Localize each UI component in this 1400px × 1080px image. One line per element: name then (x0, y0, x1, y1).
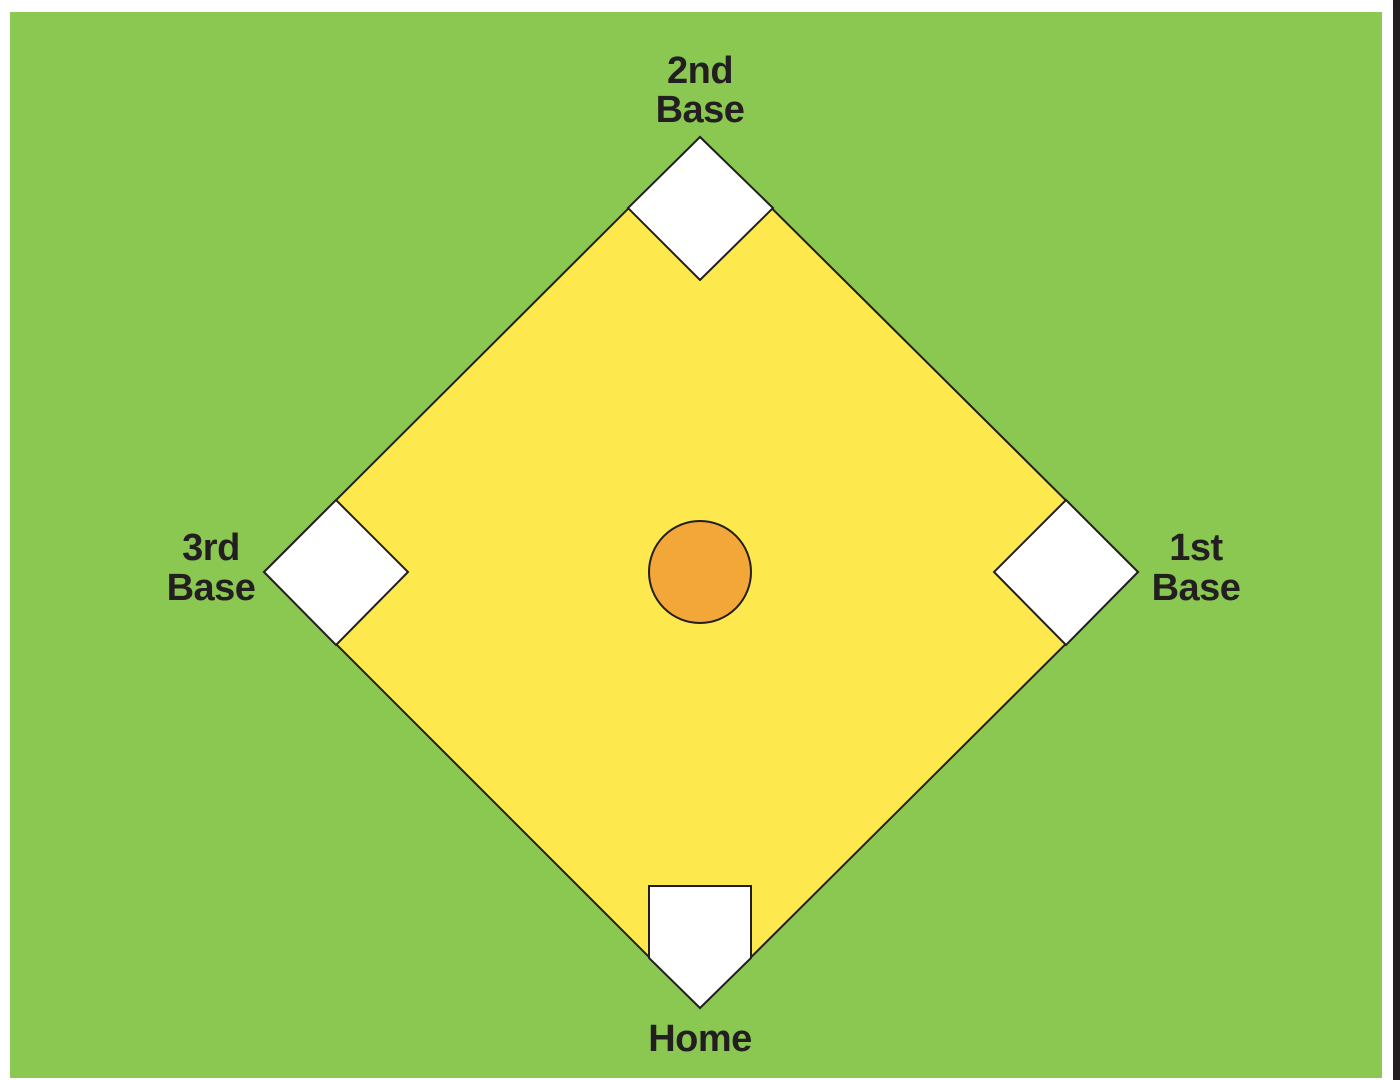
second-base-label-line1: 2nd (667, 50, 733, 92)
home-label: Home (648, 1018, 752, 1060)
frame-right-edge (1393, 0, 1400, 1080)
third-base-label-line2: Base (167, 567, 256, 609)
pitchers-mound (649, 521, 751, 623)
second-base-label-line2: Base (656, 89, 745, 131)
third-base-label-line1: 3rd (182, 527, 240, 569)
first-base-label-line2: Base (1152, 567, 1241, 609)
first-base-label-line1: 1st (1169, 527, 1223, 569)
